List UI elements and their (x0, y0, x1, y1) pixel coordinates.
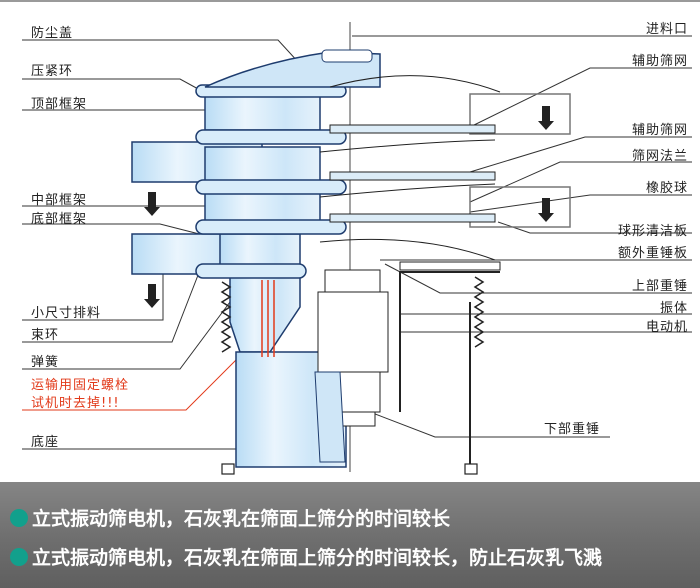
screen-decks (319, 75, 501, 271)
springs (220, 276, 485, 353)
label-top-frame: 顶部框架 (31, 97, 88, 112)
motor-bracket (314, 371, 346, 463)
discharge-arrow-icon (538, 106, 554, 130)
label-ball-cleaning-plate: 球形清洁板 (617, 224, 688, 239)
label-dust-cover: 防尘盖 (31, 26, 74, 41)
right-support (399, 271, 500, 464)
banner-line-2: 立式振动筛电机，石灰乳在筛面上筛分的时间较长，防止石灰乳飞溅 (10, 543, 602, 570)
leader-lines-right (352, 35, 692, 438)
label-upper-weight: 上部重锤 (631, 279, 688, 294)
banner-text-2: 立式振动筛电机，石灰乳在筛面上筛分的时间较长，防止石灰乳飞溅 (32, 547, 603, 569)
label-base: 底座 (31, 435, 60, 450)
discharge-arrow-icon (144, 284, 160, 308)
vibration-motor (317, 269, 389, 427)
label-feed-inlet: 进料口 (645, 22, 688, 37)
machine-drawing (22, 22, 692, 475)
label-middle-frame: 中部框架 (31, 193, 88, 208)
label-lower-weight: 下部重锤 (544, 422, 601, 437)
discharge-arrow-icon (538, 198, 554, 222)
label-screen-flange: 筛网法兰 (631, 149, 688, 164)
label-aux-screen-1: 辅助筛网 (631, 54, 688, 69)
bullet-dot-icon (10, 547, 28, 566)
label-clamp-ring: 压紧环 (31, 64, 74, 79)
sieve-structure-diagram: 防尘盖 压紧环 顶部框架 中部框架 底部框架 小尺寸排料 束环 弹簧 运输用固定… (0, 0, 700, 475)
leader-lines-left (22, 39, 301, 450)
label-motor: 电动机 (645, 320, 688, 335)
label-extra-weight-plate: 额外重锤板 (617, 246, 688, 261)
description-banner: 立式振动筛电机，石灰乳在筛面上筛分的时间较长 立式振动筛电机，石灰乳在筛面上筛分… (0, 482, 700, 588)
label-small-discharge: 小尺寸排料 (31, 306, 102, 321)
discharge-arrow-icon (144, 192, 160, 216)
label-rubber-ball: 橡胶球 (645, 181, 688, 196)
banner-text-1: 立式振动筛电机，石灰乳在筛面上筛分的时间较长 (32, 508, 451, 530)
feed-inlet-shape (321, 49, 373, 63)
warning-line-2: 试机时去掉!!! (31, 396, 120, 411)
frame-rings (195, 84, 347, 279)
label-vibrator-body: 振体 (659, 301, 688, 316)
transport-bolts (261, 280, 275, 357)
discharge-arrows (144, 106, 554, 308)
bullet-dot-icon (10, 508, 28, 527)
feet (221, 463, 478, 475)
label-bottom-frame: 底部框架 (31, 212, 88, 227)
label-spring: 弹簧 (31, 355, 60, 370)
label-aux-screen-2: 辅助筛网 (631, 123, 688, 138)
label-binding-ring: 束环 (31, 328, 60, 343)
warning-line-1: 运输用固定螺栓 (31, 378, 130, 393)
banner-line-1: 立式振动筛电机，石灰乳在筛面上筛分的时间较长 (10, 504, 450, 531)
